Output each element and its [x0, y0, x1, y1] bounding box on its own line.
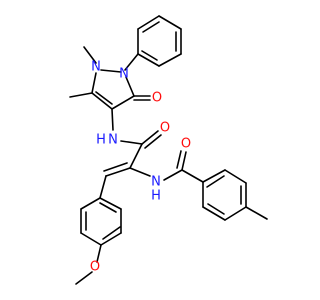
amide-hydrogen-upper-label: H: [96, 133, 106, 148]
ring-nitrogen-upper-label: N: [91, 60, 101, 75]
benzamide-oxygen-label: O: [181, 137, 191, 152]
methoxy-oxygen-label: O: [90, 260, 100, 275]
bond-lines: [69, 15, 268, 285]
amide-hydrogen-lower-label: H: [151, 189, 161, 204]
ring-carbonyl-oxygen-label: O: [152, 91, 162, 106]
atom-labels: N N O N H O N H O O: [90, 60, 191, 275]
amide-oxygen-upper-label: O: [160, 121, 170, 136]
molecule-svg: N N O N H O N H O O: [69, 15, 268, 285]
ring-nitrogen-lower-label: N: [119, 67, 129, 82]
amide-nitrogen-lower-label: N: [151, 175, 161, 190]
amide-nitrogen-upper-label: N: [108, 133, 118, 148]
molecule-structure-diagram: N N O N H O N H O O: [69, 15, 268, 285]
